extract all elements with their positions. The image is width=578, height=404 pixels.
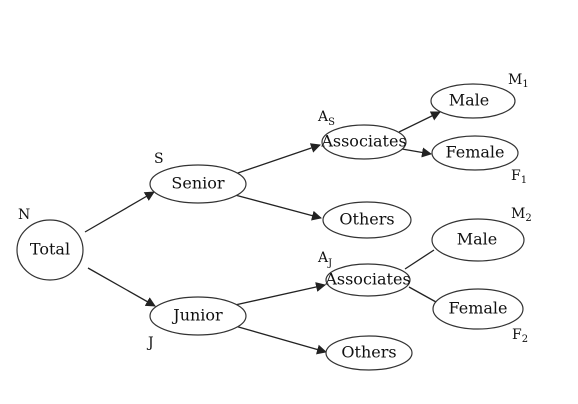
node-junior: Junior — [149, 296, 247, 336]
edge-total-senior — [84, 191, 155, 233]
node-senior-label: Senior — [171, 174, 224, 193]
label-n: N — [18, 207, 30, 223]
edge-junior-others — [234, 325, 327, 355]
label-m2-main: M — [511, 206, 525, 222]
edge-senior-others — [234, 194, 322, 221]
label-j: J — [146, 335, 154, 351]
edge-total-junior — [87, 267, 156, 307]
edge-junior-associates — [234, 282, 326, 306]
label-f1: F1 — [511, 168, 527, 186]
edge-senior-associates — [234, 143, 321, 175]
node-junior-others-label: Others — [341, 343, 396, 362]
node-senior-female: Female — [431, 135, 519, 171]
label-aj-sub: J — [327, 258, 332, 269]
node-senior-associates-label: Associates — [320, 132, 406, 151]
node-junior-male-label: Male — [457, 230, 498, 249]
node-senior-associates: Associates — [320, 124, 407, 160]
label-m2: M2 — [511, 206, 532, 224]
node-total: Total — [16, 219, 84, 281]
label-as-main: A — [317, 109, 329, 125]
edge-senior-associates-male — [398, 111, 441, 133]
node-senior-male: Male — [430, 83, 516, 119]
node-junior-others: Others — [325, 335, 413, 371]
edge-senior-associates-female — [401, 147, 432, 158]
node-junior-female-label: Female — [449, 299, 508, 318]
label-m1-sub: 1 — [522, 79, 528, 90]
edge-junior-associates-female — [408, 286, 437, 303]
node-senior-female-label: Female — [446, 143, 505, 162]
label-s: S — [154, 151, 164, 167]
label-f1-main: F — [511, 168, 521, 184]
node-senior-others-label: Others — [339, 210, 394, 229]
node-junior-associates-label: Associates — [324, 270, 410, 289]
node-senior: Senior — [149, 164, 247, 204]
node-senior-others: Others — [322, 201, 412, 239]
node-total-label: Total — [30, 240, 70, 259]
node-junior-male: Male — [431, 218, 525, 262]
label-f2-sub: 2 — [522, 334, 528, 345]
edge-junior-associates-male — [404, 249, 435, 270]
label-aj-main: A — [317, 250, 329, 266]
label-m1-main: M — [508, 72, 522, 88]
node-junior-label: Junior — [171, 306, 223, 325]
label-f1-sub: 1 — [521, 175, 527, 186]
label-as: AS — [317, 109, 335, 128]
node-junior-female: Female — [432, 288, 524, 330]
label-f2-main: F — [512, 327, 522, 343]
label-m2-sub: 2 — [525, 213, 531, 224]
node-senior-male-label: Male — [449, 91, 490, 110]
label-f2: F2 — [512, 327, 528, 345]
label-m1: M1 — [508, 72, 529, 90]
node-junior-associates: Associates — [324, 263, 411, 297]
label-aj: AJ — [317, 250, 332, 269]
label-as-sub: S — [328, 117, 335, 128]
